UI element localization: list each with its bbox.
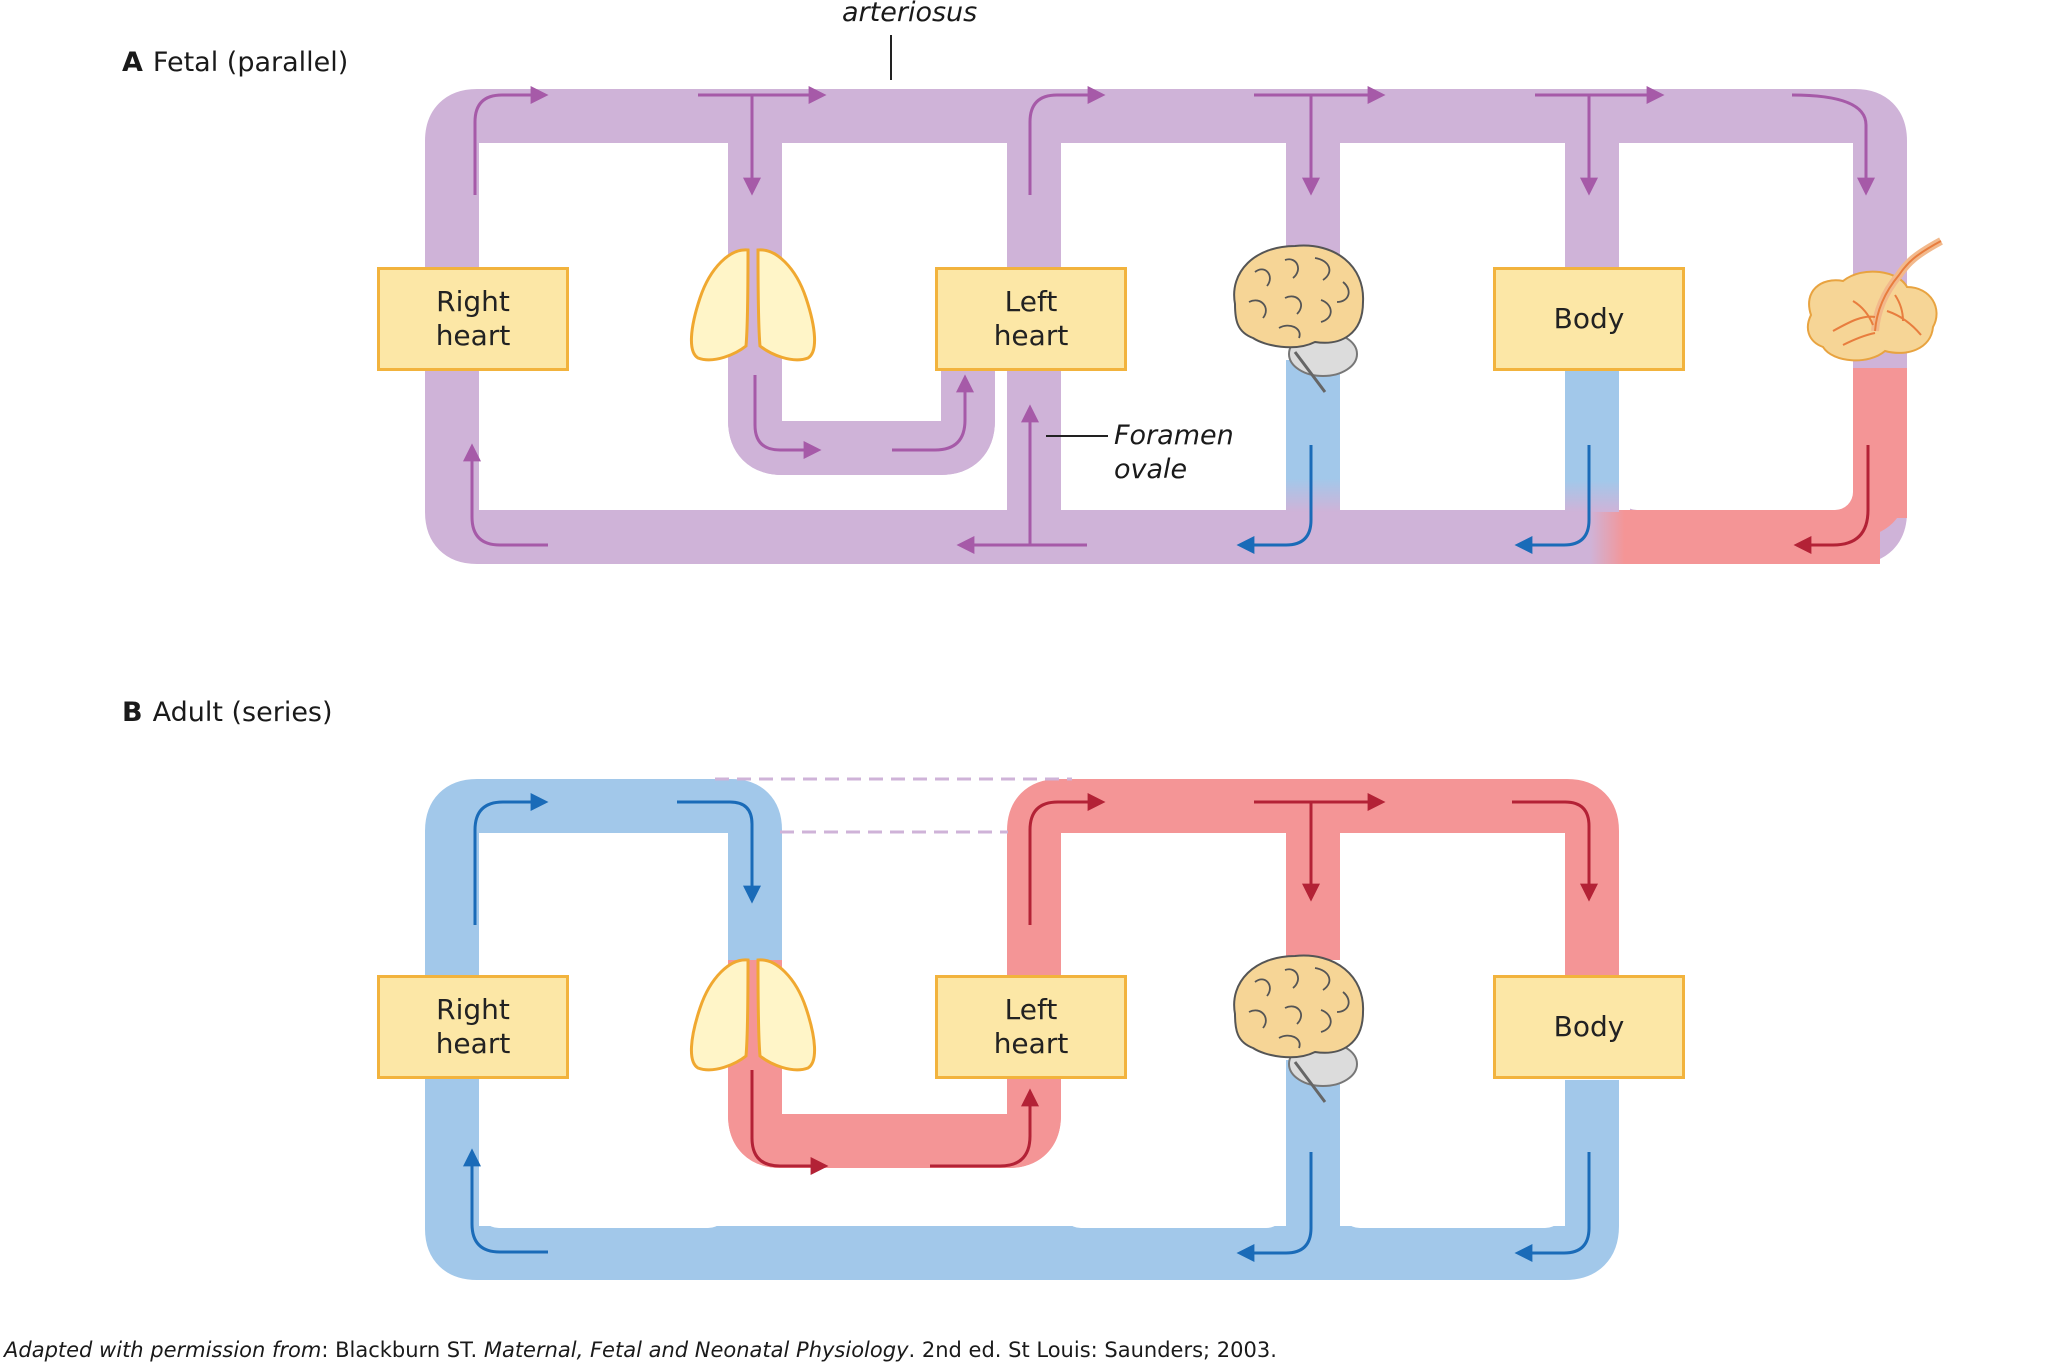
- source-caption: Adapted with permission from: Blackburn …: [4, 1338, 1277, 1362]
- caption-part3: Maternal, Fetal and Neonatal Physiology: [483, 1338, 909, 1362]
- arrow-a14: [463, 443, 548, 547]
- arrow-a9: [1791, 93, 1875, 196]
- arrow-b11: [930, 1088, 1039, 1168]
- adult-left-heart-box: Left heart: [935, 975, 1127, 1079]
- adult-circuit: [425, 777, 1619, 1280]
- caption-part4: . 2nd ed. St Louis: Saunders; 2003.: [908, 1338, 1277, 1362]
- caption-part2: : Blackburn ST.: [321, 1338, 484, 1362]
- fetal-left-heart-label: Left heart: [993, 285, 1069, 352]
- arrow-a16: [1514, 445, 1591, 554]
- adult-right-heart-box: Right heart: [377, 975, 569, 1079]
- arrow-a4: [1028, 86, 1106, 195]
- arrow-b10: [750, 1070, 829, 1175]
- arrow-b3: [463, 1148, 548, 1254]
- panel-b-title-text: Adult (series): [152, 697, 333, 728]
- fetal-right-heart-box: Right heart: [377, 267, 569, 371]
- arrow-a11: [892, 374, 974, 452]
- panel-a-letter: A: [122, 47, 143, 78]
- adult-body-box: Body: [1493, 975, 1685, 1079]
- arrow-a1: [473, 86, 549, 195]
- arrow-b5: [1514, 1152, 1591, 1262]
- panel-a-title-text: Fetal (parallel): [152, 47, 349, 78]
- adult-right-heart-label: Right heart: [435, 993, 511, 1060]
- arrow-b1: [473, 793, 549, 925]
- adult-left-heart-label: Left heart: [993, 993, 1069, 1060]
- foramen-ovale-label: Foramen ovale: [1114, 420, 1234, 485]
- fetal-body-box: Body: [1493, 267, 1685, 371]
- adult-body-label: Body: [1553, 1010, 1625, 1043]
- fetal-left-heart-box: Left heart: [935, 267, 1127, 371]
- arrow-b4: [1236, 1152, 1313, 1262]
- fetal-circuit: [425, 35, 1943, 564]
- fetal-body-label: Body: [1553, 302, 1625, 335]
- panel-a-title: A Fetal (parallel): [122, 47, 348, 78]
- arrow-a15: [1236, 445, 1313, 554]
- arrow-a10: [753, 375, 822, 459]
- caption-part1: Adapted with permission from: [4, 1338, 322, 1362]
- panel-b-letter: B: [122, 697, 143, 728]
- arrow-b2: [677, 800, 761, 904]
- arrow-b6: [1028, 793, 1106, 925]
- ductus-arteriosus-label: arteriosus: [842, 0, 978, 28]
- placenta-icon: [1806, 237, 1943, 362]
- arrow-b9: [1512, 800, 1598, 902]
- fetal-right-heart-label: Right heart: [435, 285, 511, 352]
- arrow-a17: [1793, 445, 1870, 554]
- panel-b-title: B Adult (series): [122, 697, 333, 728]
